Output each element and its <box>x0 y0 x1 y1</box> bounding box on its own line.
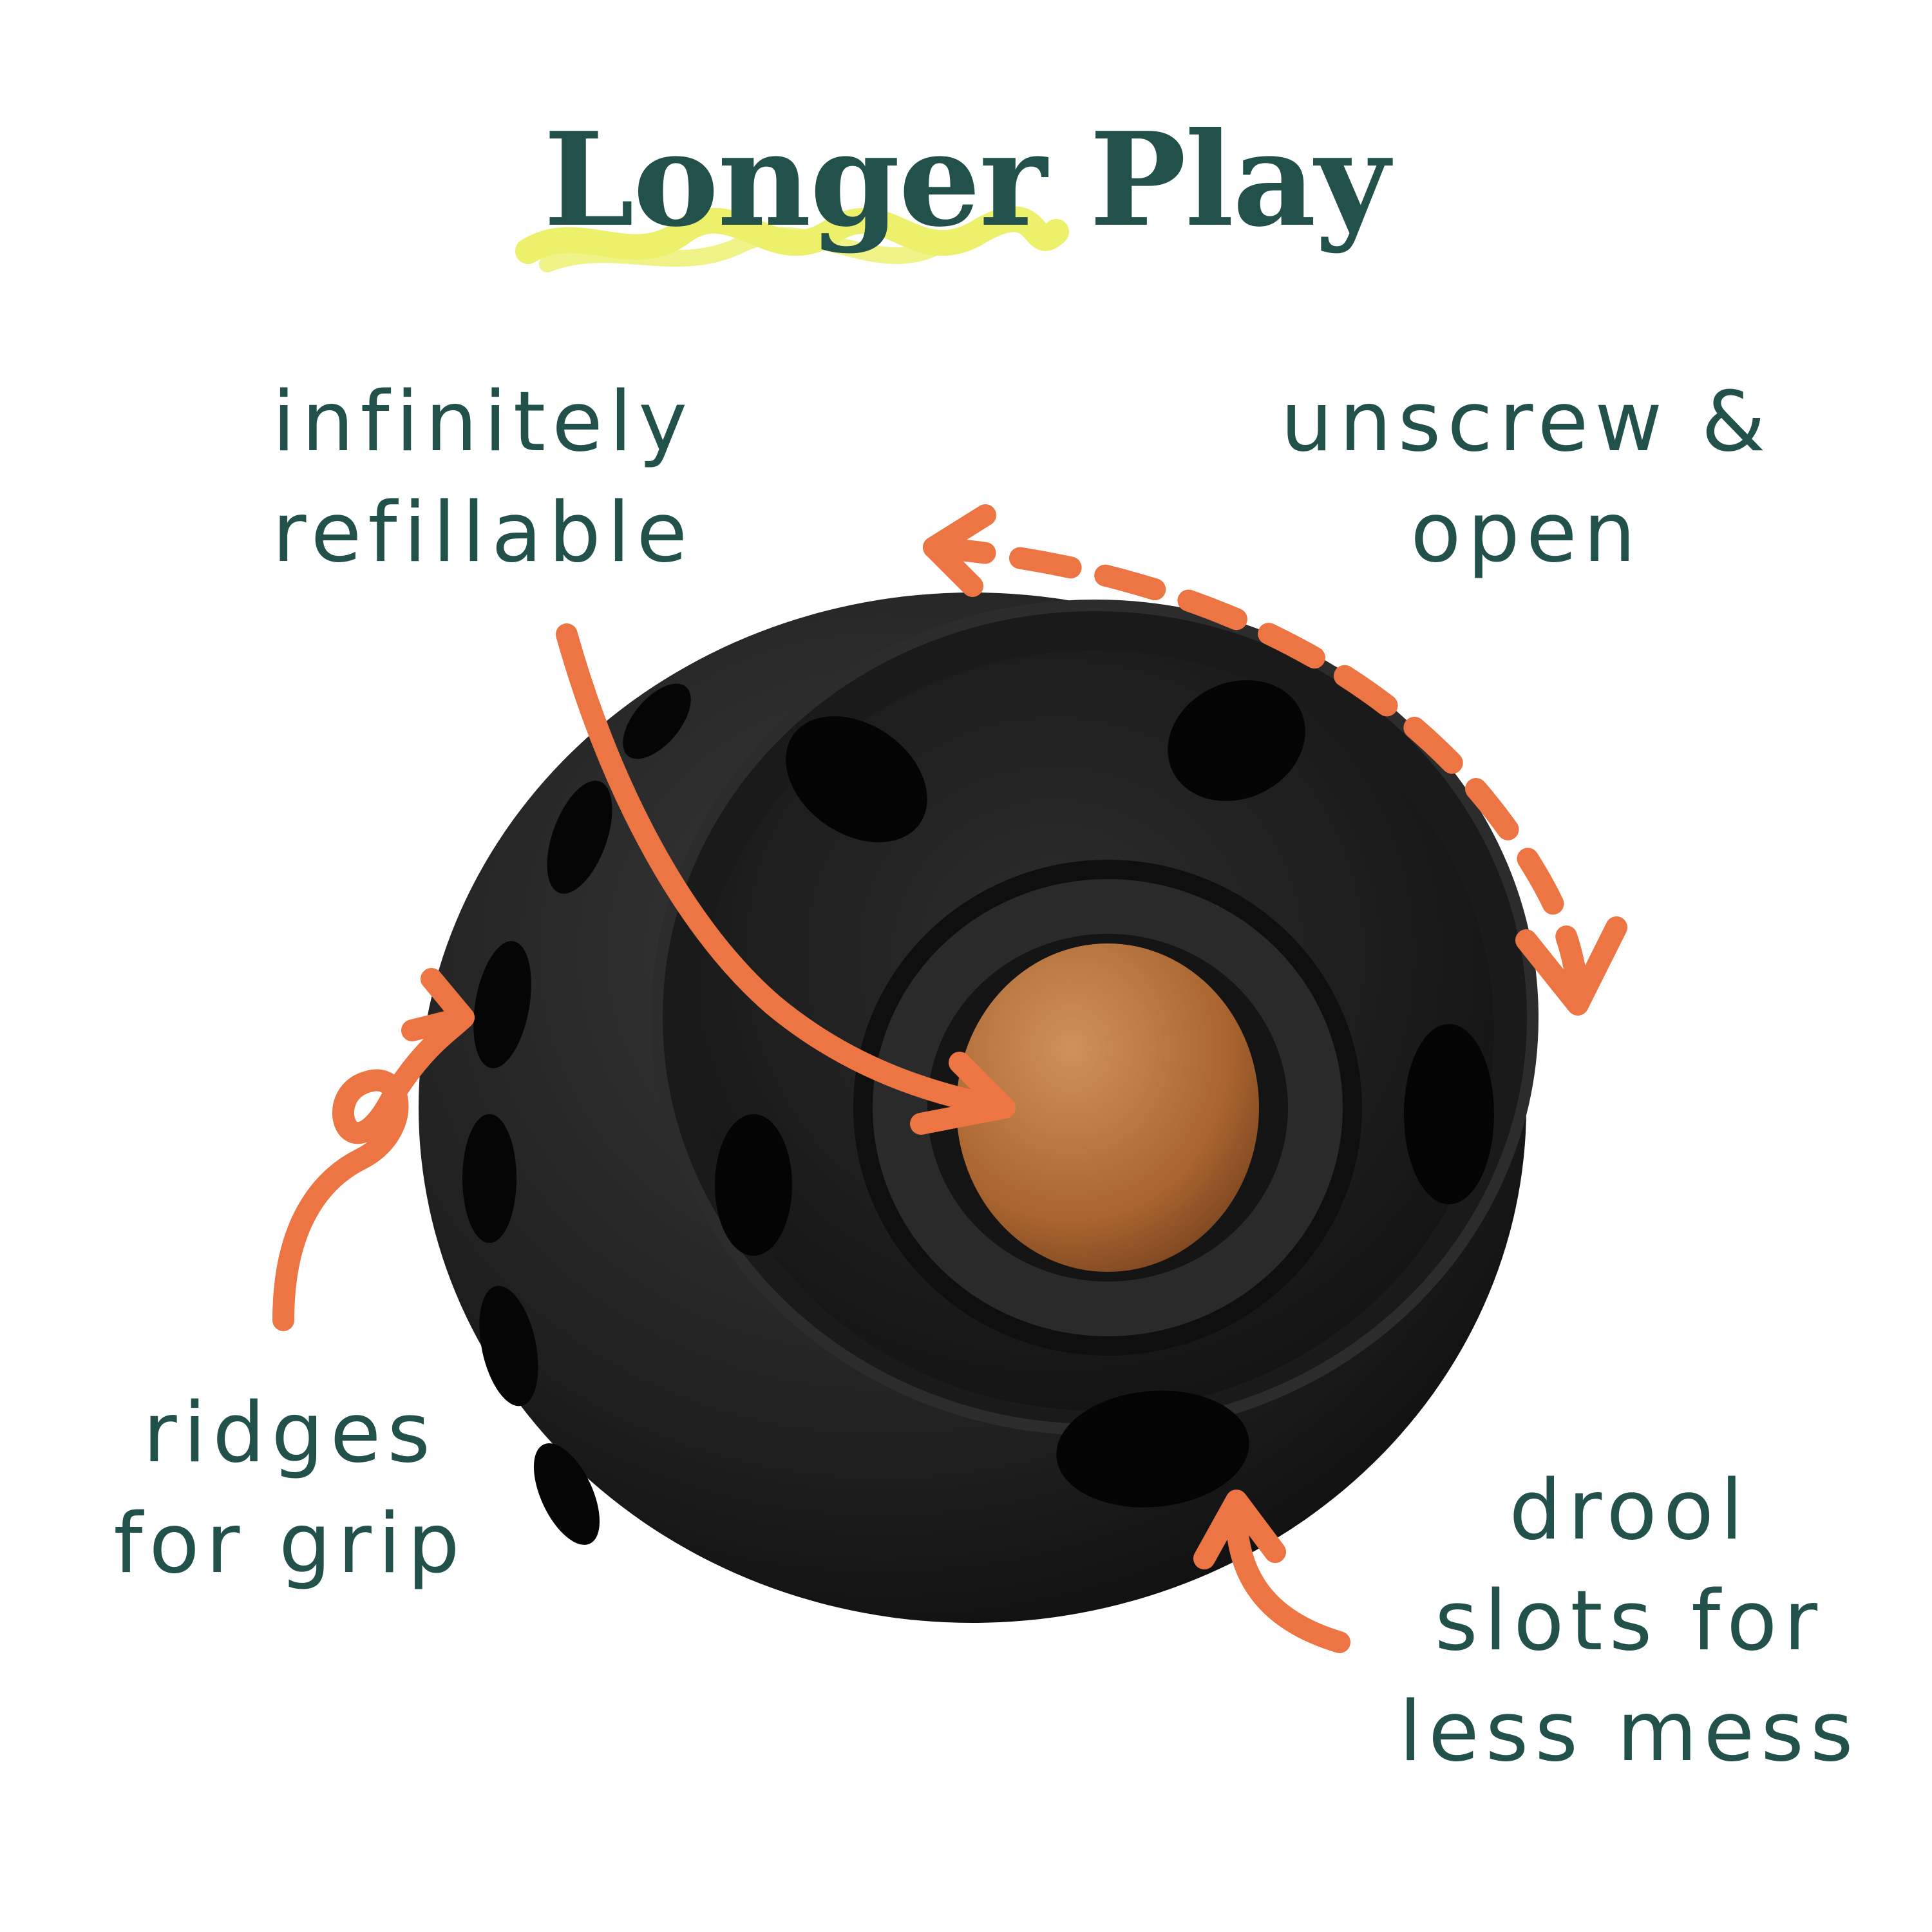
callout-drool-line3: less mess <box>1399 1684 1860 1780</box>
callout-unscrew-line1: unscrew & <box>1280 374 1772 470</box>
unscrew-arrow <box>923 536 1589 1016</box>
page-title: Longer Play <box>0 116 1932 245</box>
title-word-play: Play <box>1089 104 1390 256</box>
unscrew-arrowhead-left <box>923 504 996 597</box>
callout-drool-line2: slots for <box>1434 1573 1824 1669</box>
callout-refillable: infinitely refillable <box>238 367 728 589</box>
callout-refillable-line2: refillable <box>272 485 694 581</box>
treat <box>956 943 1259 1272</box>
callout-ridges: ridges for grip <box>71 1378 509 1600</box>
drool-slots <box>715 680 1494 1508</box>
grip-ridges <box>462 683 691 1545</box>
unscrew-arrowhead-bottom <box>1515 916 1627 1016</box>
callout-ridges-line1: ridges <box>142 1385 437 1481</box>
title-word-longer: Longer <box>544 104 1047 256</box>
callout-refillable-line1: infinitely <box>272 374 694 470</box>
refill-arrow <box>556 623 1016 1119</box>
callout-unscrew-line2: open <box>1410 485 1642 581</box>
refill-arrowhead <box>910 1052 1016 1135</box>
callout-ridges-line2: for grip <box>113 1496 466 1592</box>
callout-drool: drool slots for less mess <box>1378 1455 1880 1788</box>
callout-drool-line1: drool <box>1509 1463 1750 1558</box>
drool-arrowhead <box>1193 1490 1286 1569</box>
callout-unscrew: unscrew & open <box>1243 367 1810 589</box>
ridges-arrow <box>272 1007 475 1331</box>
ridges-arrowhead <box>401 968 475 1041</box>
drool-arrow <box>1226 1502 1350 1653</box>
